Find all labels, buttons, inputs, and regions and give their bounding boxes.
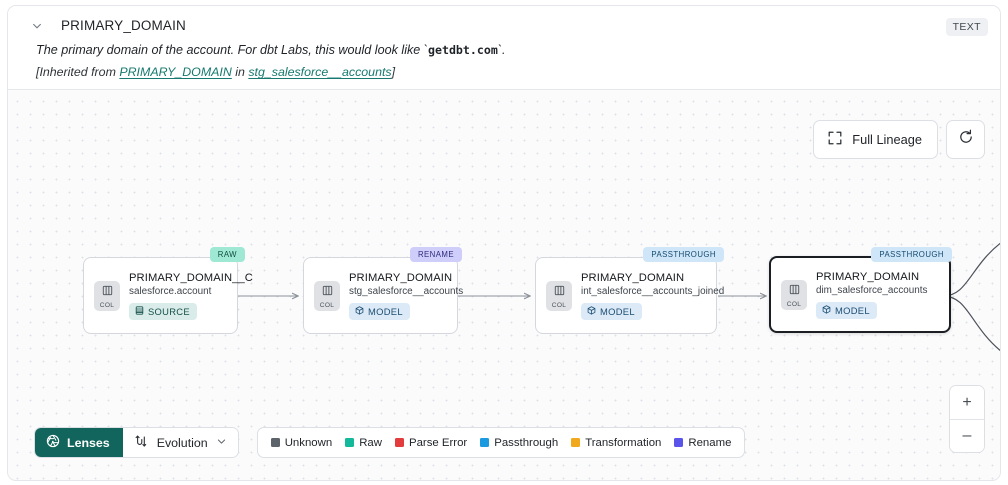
legend-item-transformation: Transformation <box>571 437 661 449</box>
node-name: PRIMARY_DOMAIN <box>349 271 453 284</box>
description-code: getdbt.com <box>428 43 498 57</box>
node-type-badge-model: MODEL <box>581 302 642 320</box>
column-icon <box>322 283 333 301</box>
cube-icon <box>822 304 831 316</box>
evolution-dropdown[interactable]: Evolution <box>122 428 238 457</box>
lineage-node-int-salesforce-accounts-joined[interactable]: PASSTHROUGH COL PRIMARY_DOMAIN int_sales… <box>535 247 724 334</box>
legend-item-unknown: Unknown <box>270 436 333 449</box>
lenses-label: Lenses <box>67 435 110 450</box>
lineage-canvas[interactable]: Full Lineage RAW <box>8 90 1000 480</box>
node-name: PRIMARY_DOMAIN <box>581 271 685 284</box>
description-suffix: `. <box>497 43 506 57</box>
chevron-down-icon <box>216 436 227 450</box>
column-icon <box>554 283 565 301</box>
legend-swatch <box>571 438 581 447</box>
inherited-prefix: [Inherited from <box>36 65 120 80</box>
cube-icon <box>587 305 596 317</box>
node-body: PRIMARY_DOMAIN__C salesforce.account SOU… <box>129 272 253 320</box>
inherited-column-link[interactable]: PRIMARY_DOMAIN <box>119 65 232 80</box>
legend-item-rename: Rename <box>674 437 731 449</box>
node-subtitle: int_salesforce__accounts_joined <box>581 285 725 297</box>
column-badge-label: COL <box>99 301 115 309</box>
node-body: PRIMARY_DOMAIN dim_salesforce_accounts M… <box>816 271 927 319</box>
column-lineage-panel: PRIMARY_DOMAIN TEXT The primary domain o… <box>7 5 1001 481</box>
aperture-icon <box>46 434 60 451</box>
full-lineage-button[interactable]: Full Lineage <box>813 120 938 159</box>
page-title: PRIMARY_DOMAIN <box>61 18 186 33</box>
canvas-top-controls: Full Lineage <box>813 120 985 159</box>
legend-label: Transformation <box>585 436 662 449</box>
legend-swatch <box>480 438 490 447</box>
legend-item-raw: Raw <box>345 437 382 449</box>
database-icon <box>135 305 144 317</box>
panel-header: PRIMARY_DOMAIN TEXT The primary domain o… <box>8 6 1000 90</box>
node-name: PRIMARY_DOMAIN <box>816 270 920 283</box>
column-icon <box>102 283 113 301</box>
legend-swatch <box>674 438 684 447</box>
zoom-in-button[interactable]: + <box>950 386 984 419</box>
node-tag-passthrough: PASSTHROUGH <box>871 247 952 262</box>
column-type-badge: TEXT <box>945 18 988 36</box>
inherited-from-note: [Inherited from PRIMARY_DOMAIN in stg_sa… <box>8 59 1000 79</box>
column-badge-label: COL <box>319 301 335 309</box>
column-description: The primary domain of the account. For d… <box>8 34 1000 59</box>
node-name: PRIMARY_DOMAIN__C <box>129 271 253 284</box>
refresh-icon <box>958 129 974 150</box>
inherited-model-link[interactable]: stg_salesforce__accounts <box>248 65 392 80</box>
legend-item-parse-error: Parse Error <box>394 436 468 449</box>
full-lineage-label: Full Lineage <box>852 132 922 147</box>
refresh-button[interactable] <box>946 120 985 159</box>
column-icon-badge: COL <box>781 279 807 310</box>
lenses-toolgroup: Lenses Evolution <box>34 427 239 458</box>
lineage-node-stg-salesforce-accounts[interactable]: RENAME COL PRIMARY_DOMAIN stg_salesforce… <box>303 247 463 334</box>
node-tag-raw: RAW <box>209 247 245 262</box>
legend-swatch <box>270 438 280 447</box>
node-type-label: MODEL <box>835 304 870 316</box>
node-type-label: MODEL <box>600 305 635 317</box>
evolution-flow-icon <box>134 434 149 452</box>
node-body: PRIMARY_DOMAIN int_salesforce__accounts_… <box>581 272 724 320</box>
canvas-bottom-bar: Lenses Evolution <box>34 427 746 458</box>
evolution-label: Evolution <box>156 435 208 450</box>
node-subtitle: salesforce.account <box>129 285 212 297</box>
node-subtitle: dim_salesforce_accounts <box>816 284 928 296</box>
legend-label: Rename <box>688 436 732 449</box>
lineage-node-primary-domain-c[interactable]: RAW COL PRIMARY_DOMAIN__C salesforce.acc… <box>83 247 253 334</box>
lineage-legend: Unknown Raw Parse Error Passthrough Tran… <box>256 427 746 458</box>
node-type-badge-model: MODEL <box>349 302 410 320</box>
legend-item-passthrough: Passthrough <box>480 437 558 449</box>
column-icon-badge: COL <box>314 280 340 311</box>
zoom-controls: + – <box>949 385 985 453</box>
legend-swatch <box>345 438 355 447</box>
inherited-middle: in <box>231 65 249 80</box>
description-prefix: The primary domain of the account. For d… <box>36 43 428 57</box>
node-subtitle: stg_salesforce__accounts <box>349 285 464 297</box>
inherited-suffix: ] <box>391 65 396 80</box>
column-badge-label: COL <box>551 301 567 309</box>
chevron-down-icon[interactable] <box>29 18 45 34</box>
header-title-row: PRIMARY_DOMAIN <box>8 6 1000 34</box>
expand-icon <box>828 131 842 148</box>
node-body: PRIMARY_DOMAIN stg_salesforce__accounts … <box>349 272 463 320</box>
column-icon <box>789 282 800 300</box>
legend-swatch <box>394 438 404 447</box>
node-type-label: MODEL <box>368 305 403 317</box>
column-badge-label: COL <box>786 300 802 308</box>
cube-icon <box>355 305 364 317</box>
column-icon-badge: COL <box>94 280 120 311</box>
node-tag-rename: RENAME <box>409 247 462 262</box>
legend-label: Passthrough <box>494 436 559 449</box>
column-icon-badge: COL <box>546 280 572 311</box>
node-type-badge-model: MODEL <box>816 301 877 319</box>
node-type-label: SOURCE <box>148 305 190 317</box>
lineage-node-dim-salesforce-accounts[interactable]: PASSTHROUGH COL PRIMARY_DOMAIN dim_sales… <box>769 247 952 333</box>
legend-label: Raw <box>359 436 382 449</box>
zoom-out-button[interactable]: – <box>950 419 984 452</box>
node-tag-passthrough: PASSTHROUGH <box>643 247 724 262</box>
node-type-badge-source: SOURCE <box>129 302 197 320</box>
legend-label: Unknown <box>284 436 333 449</box>
legend-label: Parse Error <box>408 436 468 449</box>
lenses-button[interactable]: Lenses <box>35 428 123 457</box>
